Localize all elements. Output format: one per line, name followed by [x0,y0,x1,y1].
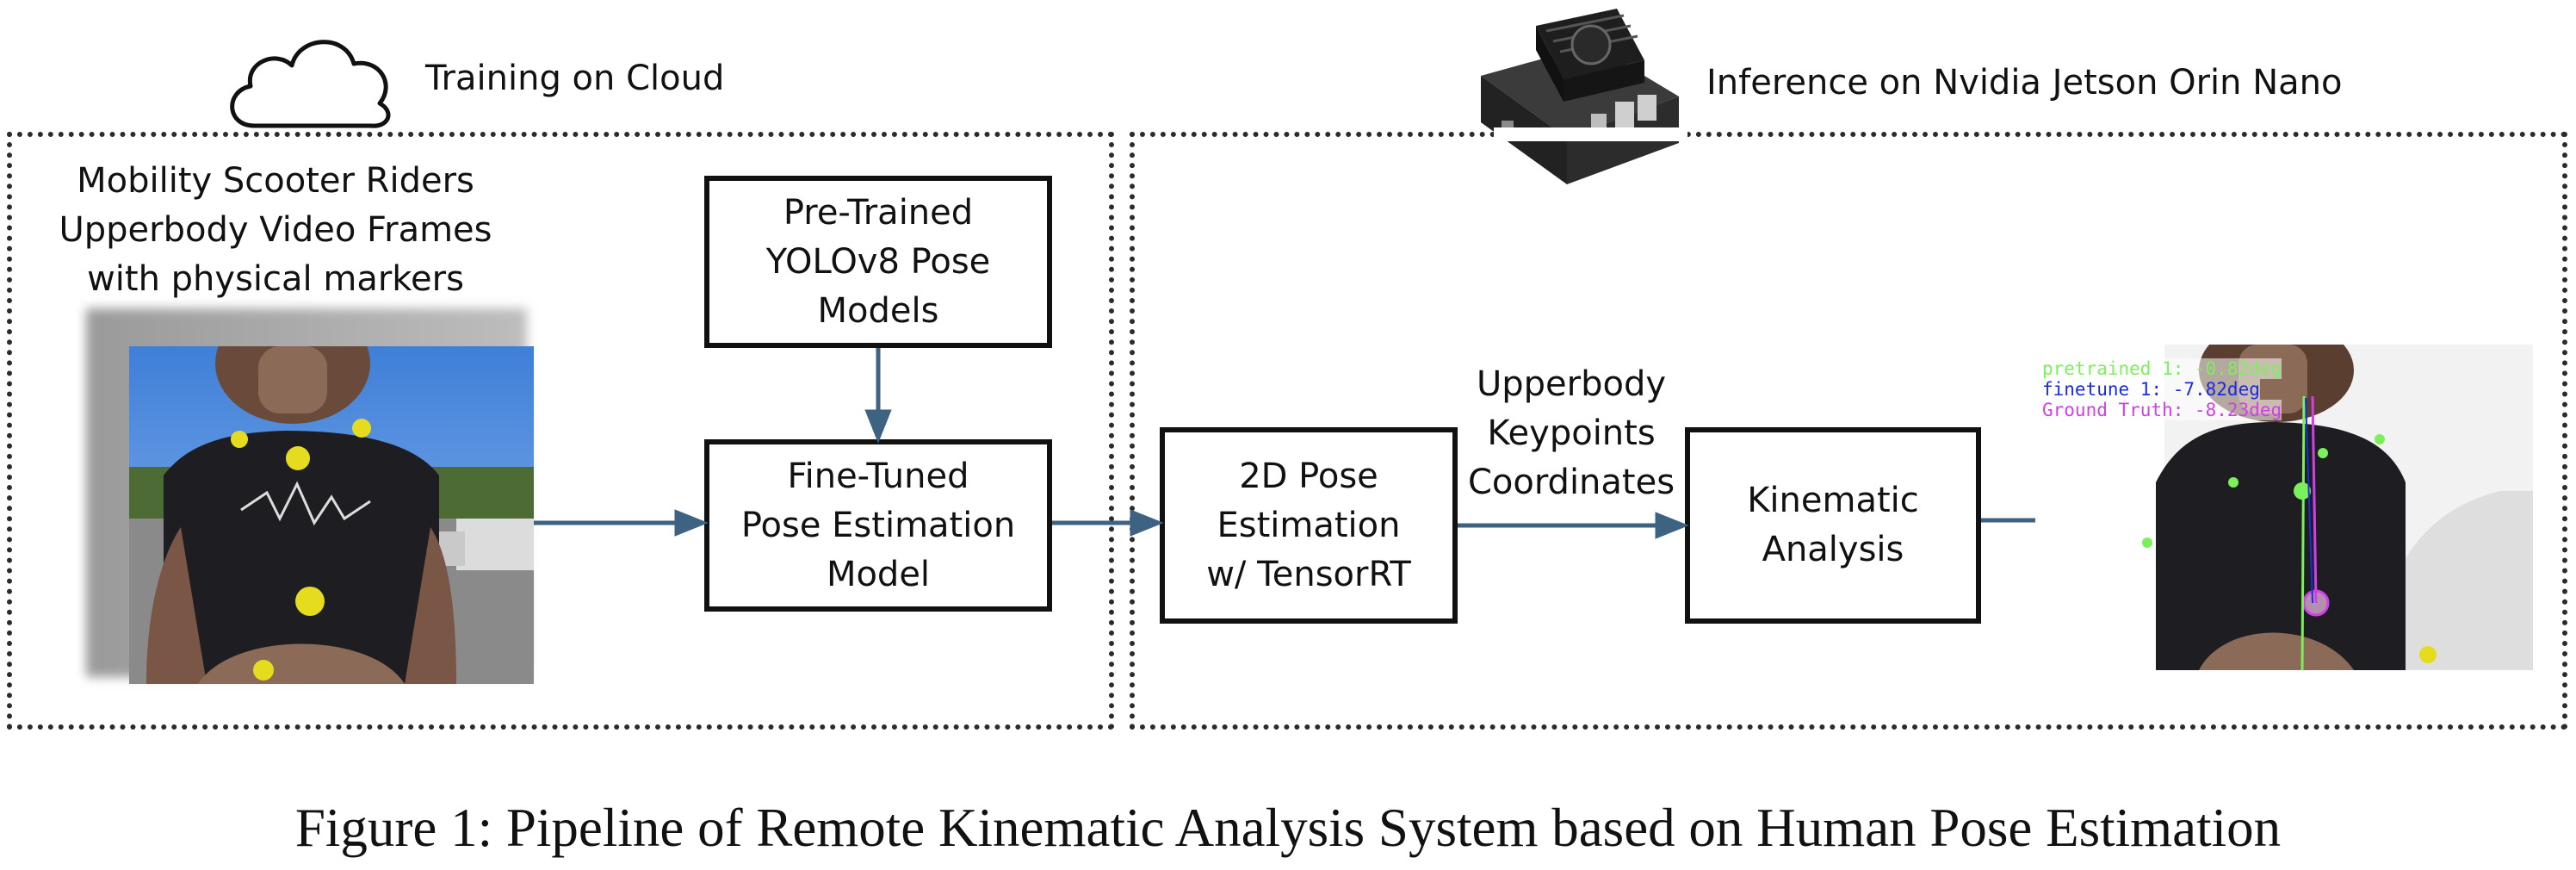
pretrained-yolov8-label: Pre-Trained YOLOv8 Pose Models [765,192,991,331]
pose-estimation-tensorrt-label: 2D Pose Estimation w/ TensorRT [1206,456,1411,594]
inference-section-frame [1130,132,2567,730]
input-frames-label: Mobility Scooter Riders Upperbody Video … [59,161,492,299]
overlay-pretrained-text: pretrained 1: -0.82deg [2042,358,2282,379]
training-section-title: Training on Cloud [425,59,725,98]
frame-gap [1494,127,1687,141]
finetuned-model-label: Fine-Tuned Pose Estimation Model [740,456,1016,594]
pipeline-arrows [534,348,2161,539]
pose-estimation-tensorrt-box: 2D Pose Estimation w/ TensorRT [1160,427,1458,624]
overlay-finetune-text: finetune 1: -7.82deg [2042,379,2260,400]
figure-caption: Figure 1: Pipeline of Remote Kinematic A… [294,798,2282,858]
training-section-frame [7,132,1114,730]
kinematic-analysis-label: Kinematic Analysis [1747,481,1919,569]
keypoints-edge-label: Upperbody Keypoints Coordinates [1467,364,1675,502]
inference-section-title: Inference on Nvidia Jetson Orin Nano [1706,63,2343,103]
overlay-ground-truth-text: Ground Truth: -8.23deg [2042,400,2282,420]
cloud-icon [230,40,391,128]
kinematic-analysis-box: Kinematic Analysis [1685,427,1981,624]
input-video-frame [129,346,534,684]
pretrained-yolov8-box: Pre-Trained YOLOv8 Pose Models [704,176,1052,348]
finetuned-model-box: Fine-Tuned Pose Estimation Model [704,439,1052,612]
output-annotated-frame: pretrained 1: -0.82deg finetune 1: -7.82… [2035,345,2533,670]
jetson-board-icon [1481,9,1679,184]
